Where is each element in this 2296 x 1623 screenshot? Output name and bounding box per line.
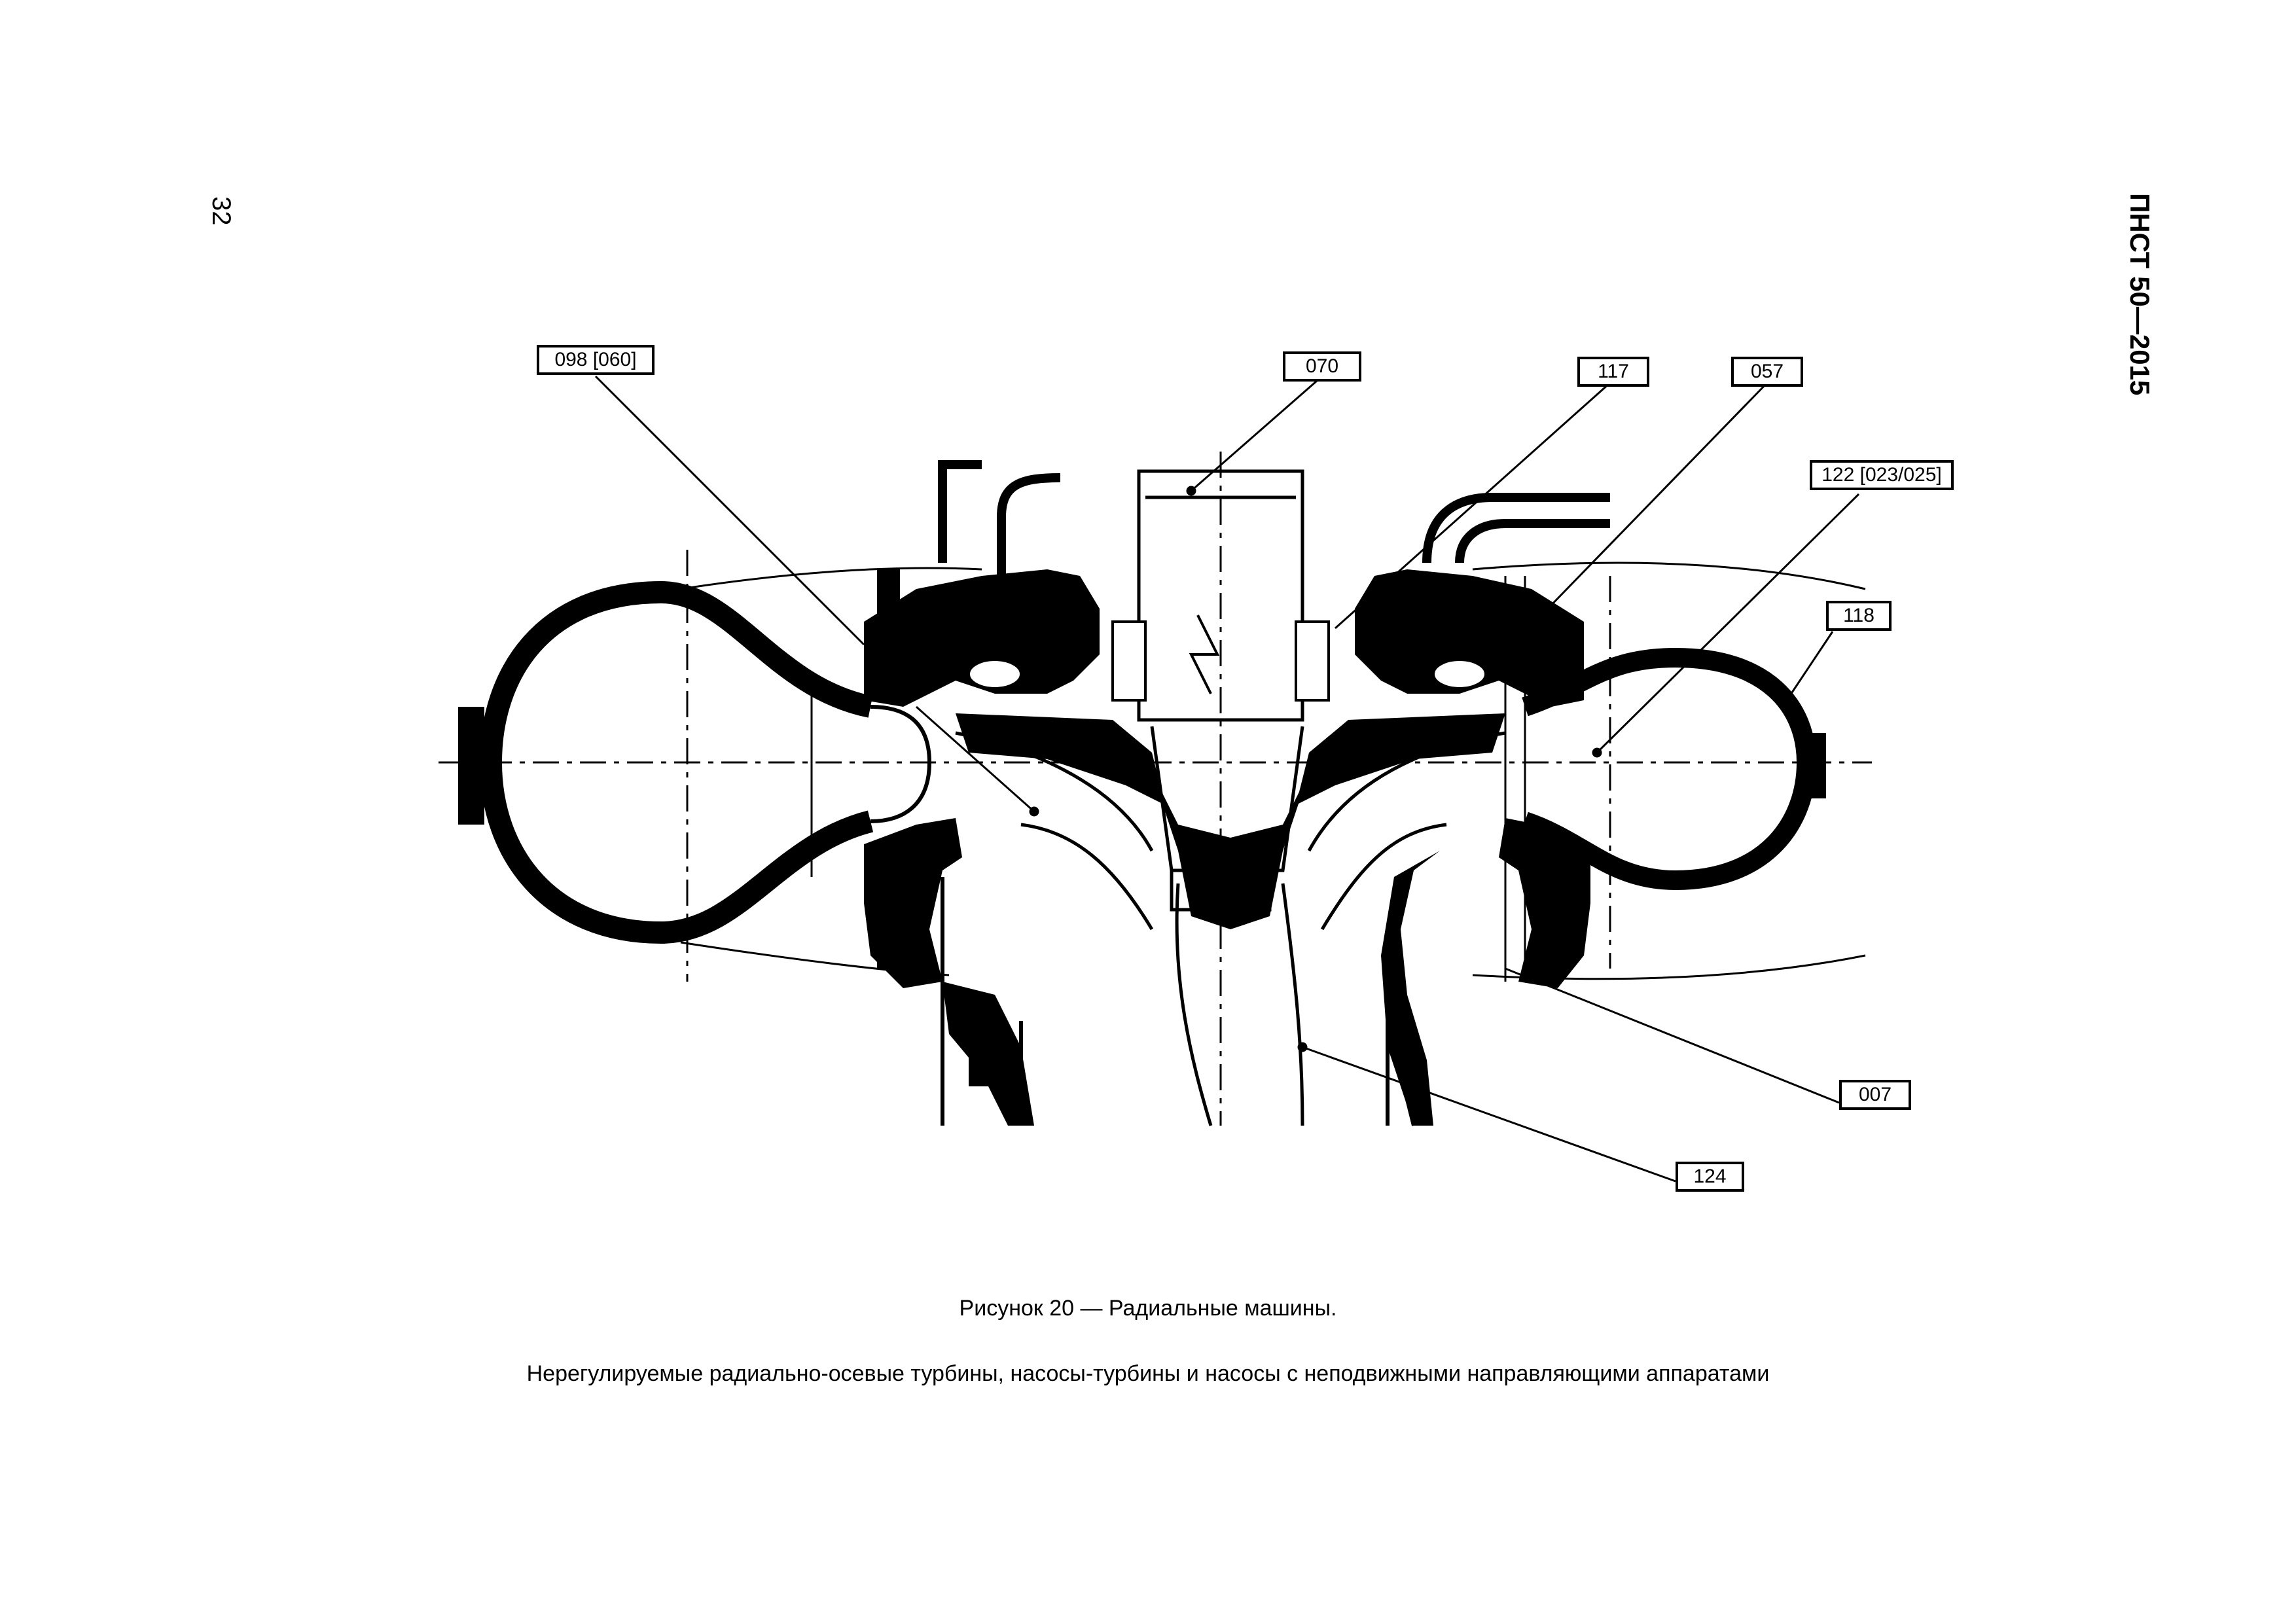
top-piping [938, 460, 1610, 576]
figure-caption-subtitle: Нерегулируемые радиально-осевые турбины,… [526, 1361, 1770, 1386]
page-number: 32 [207, 196, 236, 226]
figure-caption-title: Рисунок 20 — Радиальные машины. [959, 1296, 1337, 1321]
document-code: ПНСТ 50—2015 [2125, 193, 2155, 396]
solid-sections [458, 569, 1826, 1126]
label-098-060: 098 [060] [537, 345, 655, 375]
cavities [967, 620, 1487, 702]
label-057: 057 [1731, 357, 1803, 387]
left-spiral-casing [479, 580, 932, 944]
label-122-023-025: 122 [023/025] [1810, 460, 1954, 490]
label-007: 007 [1839, 1080, 1911, 1110]
reference-lines [680, 562, 1866, 982]
label-070: 070 [1283, 351, 1361, 382]
leader-lines [594, 375, 1860, 1183]
label-124: 124 [1676, 1162, 1744, 1192]
label-117: 117 [1577, 357, 1649, 387]
label-118: 118 [1826, 601, 1892, 631]
